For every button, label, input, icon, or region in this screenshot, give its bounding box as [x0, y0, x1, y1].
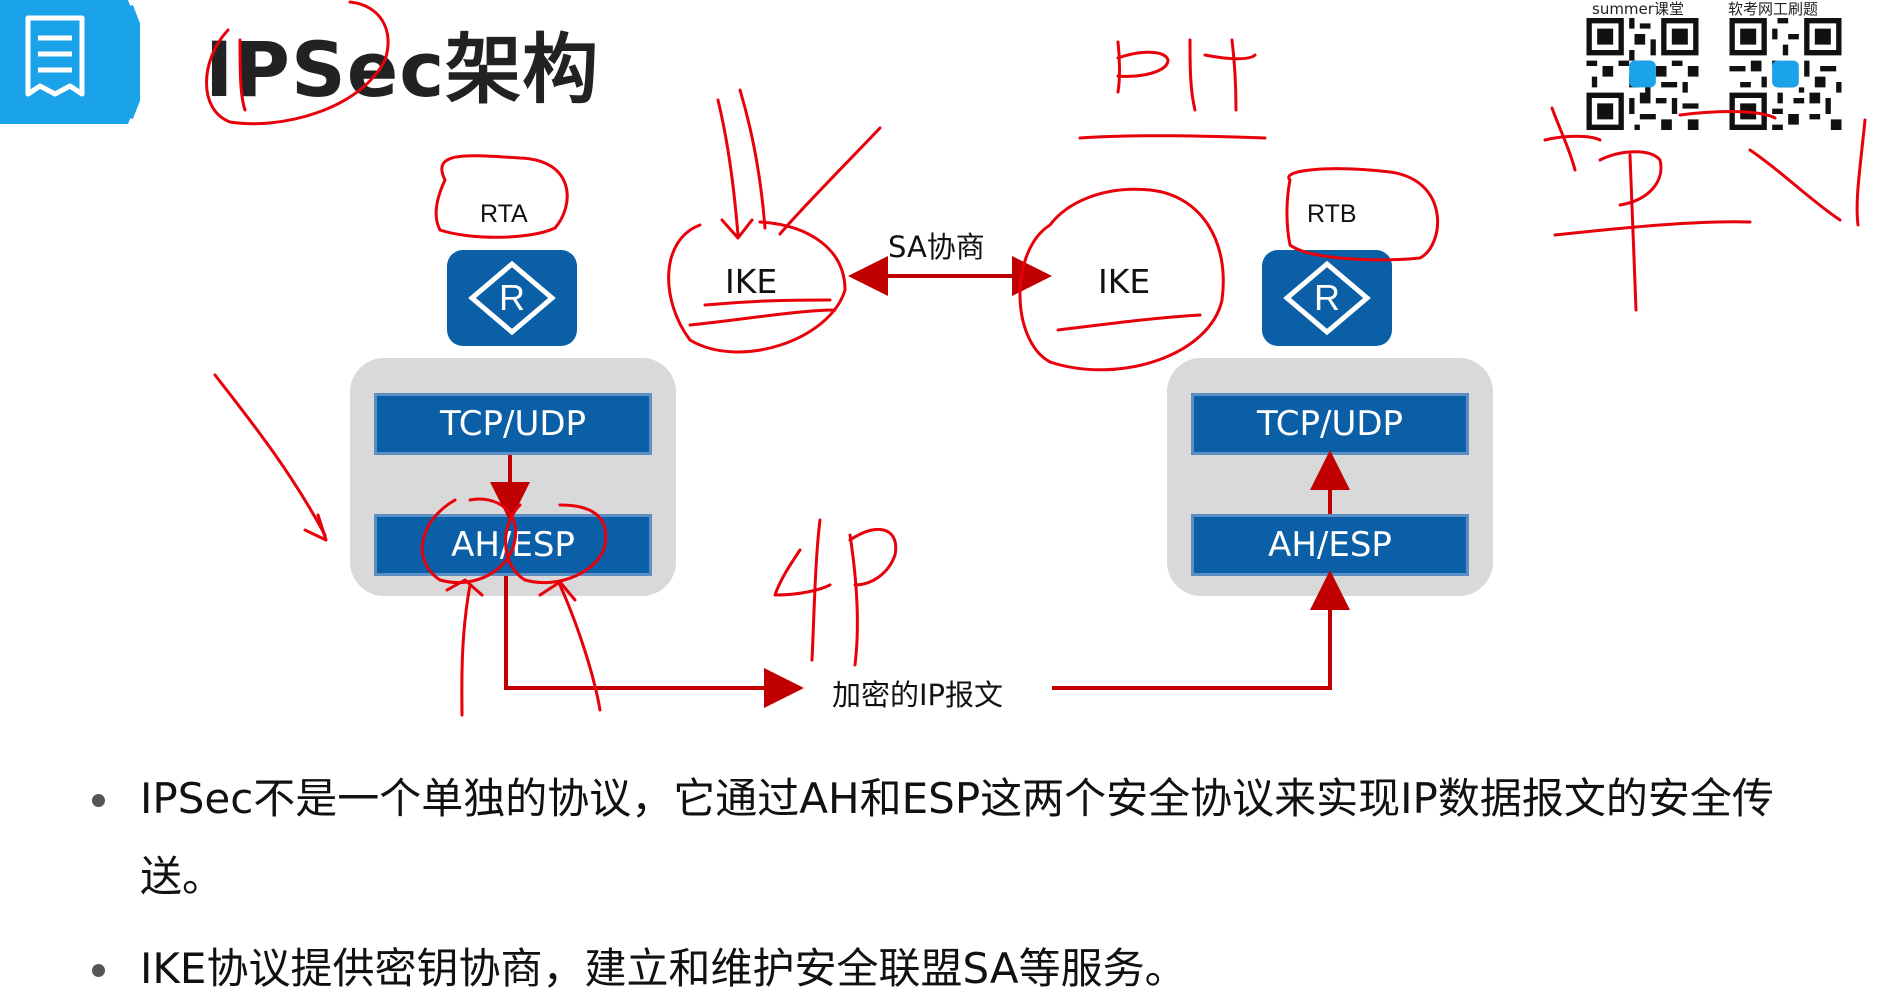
qr-right-label: 软考网工刷题	[1728, 0, 1819, 18]
router-a-label: RTA	[480, 200, 528, 228]
bullet-text: IPSec不是一个单独的协议，它通过AH和ESP这两个安全协议来实现IP数据报文…	[140, 774, 1774, 901]
title-band	[0, 0, 140, 124]
qr-code-right-icon	[1728, 18, 1843, 130]
encrypted-packet-label: 加密的IP报文	[832, 678, 1004, 712]
router-b-tcp-udp-layer: TCP/UDP	[1191, 393, 1469, 455]
router-a-glyph: R	[499, 277, 525, 318]
router-a-icon: R	[447, 250, 577, 346]
router-b-icon: R	[1262, 250, 1392, 346]
bullet-dot	[92, 964, 105, 977]
bullet-item-2: IKE协议提供密钥协商，建立和维护安全联盟SA等服务。	[92, 930, 1832, 1008]
sa-negotiation-label: SA协商	[888, 230, 985, 264]
qr-code-left-icon	[1585, 18, 1700, 130]
bullet-text: IKE协议提供密钥协商，建立和维护安全联盟SA等服务。	[140, 944, 1187, 993]
router-a-tcp-udp-layer: TCP/UDP	[374, 393, 652, 455]
router-a-ah-esp-layer: AH/ESP	[374, 514, 652, 576]
ike-right-label: IKE	[1098, 262, 1151, 301]
qr-left-label: summer课堂	[1592, 0, 1684, 18]
slide-title: IPSec架构	[205, 25, 600, 114]
notes-icon	[25, 15, 85, 97]
router-b-ah-esp-layer: AH/ESP	[1191, 514, 1469, 576]
ike-left-label: IKE	[725, 262, 778, 301]
router-b-label: RTB	[1307, 200, 1357, 228]
bullet-item-1: IPSec不是一个单独的协议，它通过AH和ESP这两个安全协议来实现IP数据报文…	[92, 760, 1832, 916]
bullet-dot	[92, 794, 105, 807]
router-b-glyph: R	[1314, 277, 1340, 318]
